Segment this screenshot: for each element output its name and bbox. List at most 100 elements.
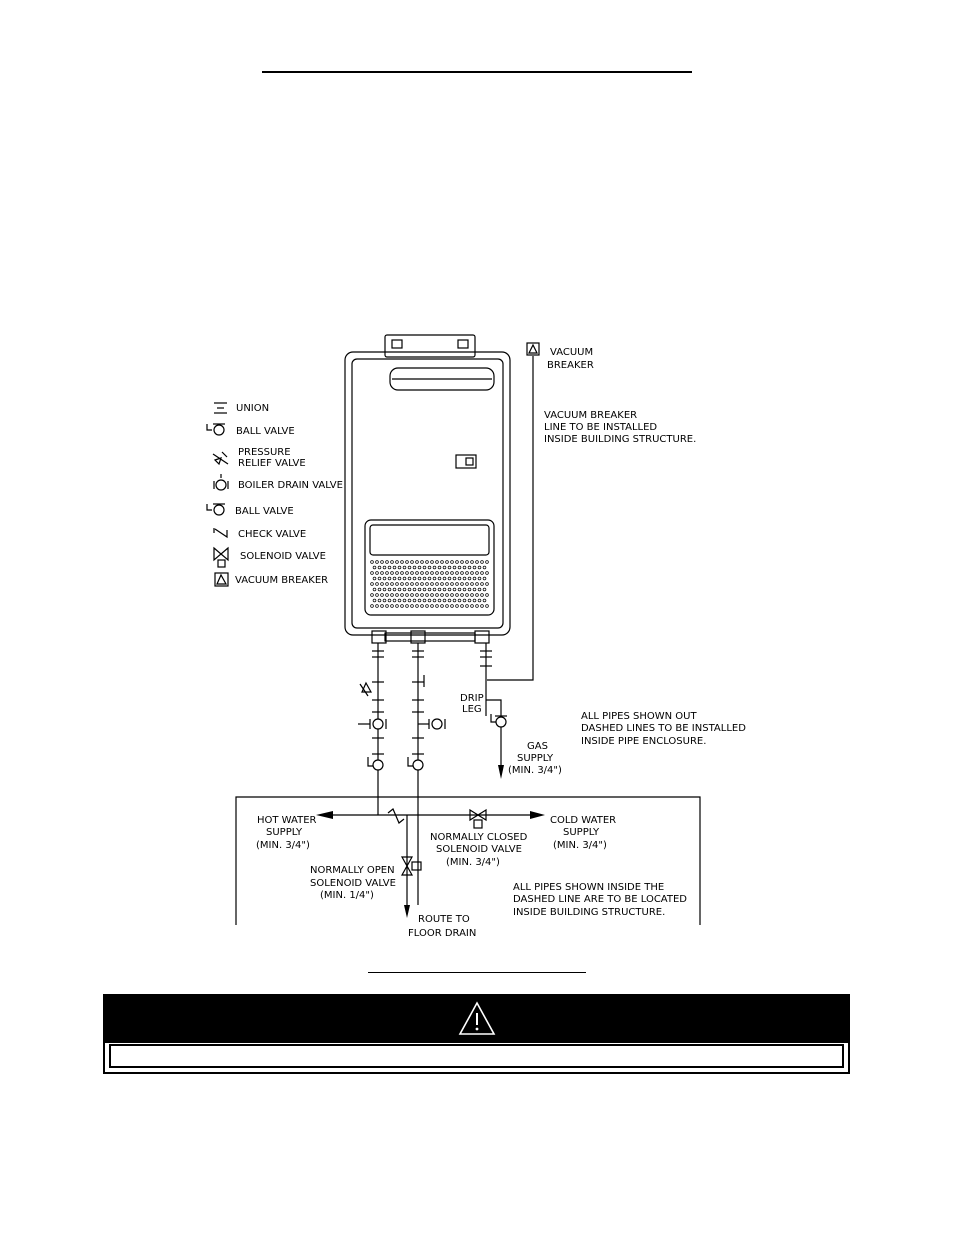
grille-hole — [420, 571, 424, 575]
hot-water-arrow — [316, 811, 333, 819]
grille-hole — [435, 560, 439, 564]
grille-hole — [422, 565, 427, 570]
drip-leg-2: LEG — [462, 704, 482, 715]
legend-vacuum-breaker: VACUUM BREAKER — [235, 575, 328, 586]
grille-hole — [380, 571, 384, 575]
grille-hole — [405, 593, 409, 597]
grille-hole — [437, 598, 442, 603]
legend-ball-valve-2: BALL VALVE — [235, 506, 294, 517]
grille-hole — [447, 565, 452, 570]
grille-hole — [432, 598, 437, 603]
grille-hole — [437, 576, 442, 581]
grille-hole — [370, 582, 374, 586]
building-note-1: ALL PIPES SHOWN INSIDE THE — [513, 882, 664, 893]
grille-hole — [450, 571, 454, 575]
grille-hole — [445, 593, 449, 597]
building-note-2: DASHED LINE ARE TO BE LOCATED — [513, 894, 687, 905]
grille-hole — [375, 560, 379, 564]
grille-hole — [472, 598, 477, 603]
grille-hole — [460, 571, 464, 575]
supply-pipe — [333, 805, 530, 905]
grille-hole — [390, 571, 394, 575]
vb-note-3: INSIDE BUILDING STRUCTURE. — [544, 434, 696, 445]
grille-hole — [417, 576, 422, 581]
grille-hole — [480, 560, 484, 564]
grille-hole — [465, 571, 469, 575]
legend-ball-valve: BALL VALVE — [236, 426, 295, 437]
grille-hole — [455, 593, 459, 597]
grille-hole — [442, 587, 447, 592]
grille-hole — [415, 593, 419, 597]
legend-symbols — [206, 402, 229, 587]
grille-hole — [447, 587, 452, 592]
grille-hole — [420, 593, 424, 597]
grille-hole — [430, 604, 434, 608]
grille-hole — [462, 565, 467, 570]
no-solenoid-1: NORMALLY OPEN — [310, 865, 395, 876]
grille-hole — [420, 582, 424, 586]
grille-hole — [370, 604, 374, 608]
grille-hole — [410, 571, 414, 575]
cold-water-3: (MIN. 3/4") — [553, 840, 607, 851]
grille-hole — [395, 593, 399, 597]
grille-hole — [407, 598, 412, 603]
grille-hole — [405, 560, 409, 564]
grille-hole — [457, 565, 462, 570]
grille-hole — [457, 587, 462, 592]
grille-hole — [427, 576, 432, 581]
legend-solenoid-valve: SOLENOID VALVE — [240, 551, 326, 562]
label-vacuum: VACUUM — [550, 347, 593, 358]
grille-hole — [435, 571, 439, 575]
grille-hole — [425, 582, 429, 586]
gas-supply-1: GAS — [527, 741, 548, 752]
grille-hole — [370, 593, 374, 597]
drip-leg-1: DRIP — [460, 693, 484, 704]
grille-hole — [437, 565, 442, 570]
grille-hole — [437, 587, 442, 592]
grille-hole — [465, 604, 469, 608]
grille-hole — [370, 560, 374, 564]
grille-hole — [387, 565, 392, 570]
grille-hole — [412, 576, 417, 581]
installation-diagram: UNION BALL VALVE PRESSURE RELIEF VALVE B… — [206, 334, 746, 939]
grille-hole — [470, 571, 474, 575]
grille-hole — [385, 593, 389, 597]
grille-hole — [467, 598, 472, 603]
grille-hole — [375, 571, 379, 575]
grille-hole — [480, 604, 484, 608]
grille-hole — [390, 593, 394, 597]
gas-line — [480, 643, 507, 765]
grille-hole — [465, 593, 469, 597]
grille-hole — [397, 576, 402, 581]
grille-hole — [435, 593, 439, 597]
grille-hole — [447, 576, 452, 581]
grille-hole — [410, 582, 414, 586]
grille-hole — [455, 571, 459, 575]
grille-hole — [385, 582, 389, 586]
grille-hole — [452, 587, 457, 592]
grille-hole — [412, 565, 417, 570]
grille-hole — [480, 582, 484, 586]
grille-hole — [462, 576, 467, 581]
grille-hole — [452, 565, 457, 570]
nc-solenoid-3: (MIN. 3/4") — [446, 857, 500, 868]
grille-hole — [400, 604, 404, 608]
grille-hole — [380, 582, 384, 586]
grille-hole — [410, 604, 414, 608]
grille-hole — [455, 582, 459, 586]
grille-hole — [465, 582, 469, 586]
grille-hole — [422, 598, 427, 603]
grille-hole — [450, 604, 454, 608]
title-underline — [262, 71, 692, 73]
grille-hole — [375, 593, 379, 597]
grille-hole — [467, 587, 472, 592]
grille-hole — [407, 576, 412, 581]
grille-hole — [400, 571, 404, 575]
gas-supply-2: SUPPLY — [517, 753, 554, 764]
building-note-3: INSIDE BUILDING STRUCTURE. — [513, 907, 665, 918]
grille-hole — [405, 582, 409, 586]
grille-hole — [470, 582, 474, 586]
grille-hole — [455, 604, 459, 608]
grille-hole — [405, 571, 409, 575]
grille-hole — [400, 560, 404, 564]
